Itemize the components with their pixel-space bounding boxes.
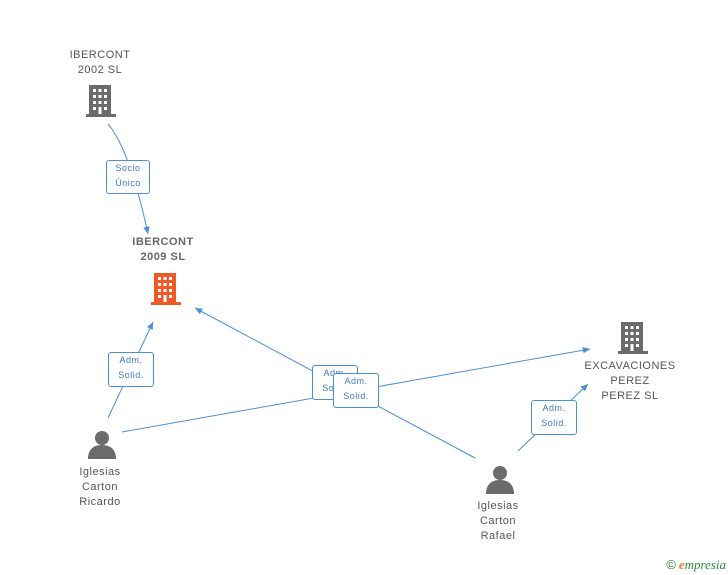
edge-label-line: Adm.	[119, 355, 143, 365]
edge-label-line: Adm.	[344, 376, 368, 386]
edge-label-line: Solid.	[343, 391, 369, 401]
node-label-line: 2009 SL	[140, 251, 186, 263]
node-label-line: IBERCONT	[132, 236, 194, 248]
empresia-watermark[interactable]: ©empresia	[666, 557, 726, 573]
node-label-excavaciones[interactable]: EXCAVACIONES PEREZ PEREZ SL	[580, 359, 680, 404]
node-label-line: Carton	[81, 481, 119, 493]
edge-label-line: Solid.	[541, 418, 567, 428]
node-label-ibercont2009[interactable]: IBERCONT 2009 SL	[118, 235, 208, 265]
node-label-ibercont2002[interactable]: IBERCONT 2002 SL	[55, 48, 145, 78]
building-icon-ibercont2002[interactable]	[86, 85, 116, 117]
node-label-line: PEREZ SL	[601, 390, 659, 402]
edge-label-line: Socio	[115, 163, 141, 173]
node-label-line: Iglesias	[79, 466, 121, 478]
edge-label-adm-ricardo-2009[interactable]: Adm. Solid.	[108, 352, 154, 387]
edge-label-line: Único	[115, 178, 141, 188]
node-label-line: 2002 SL	[77, 64, 123, 76]
brand-e: e	[678, 557, 685, 572]
person-icon-ricardo[interactable]	[88, 431, 116, 459]
node-label-line: Iglesias	[477, 500, 519, 512]
node-label-line: Carton	[479, 515, 517, 527]
building-icon-ibercont2009[interactable]	[151, 273, 181, 305]
node-label-line: Ricardo	[79, 496, 121, 508]
edge-label-line: Solid.	[118, 370, 144, 380]
building-icon-excavaciones[interactable]	[618, 322, 648, 354]
edge-label-adm-ricardo-exc[interactable]: Adm. Solid.	[333, 373, 379, 408]
brand-name: mpresia	[684, 557, 726, 572]
node-label-line: Rafael	[480, 530, 516, 542]
edge-label-socio-unico[interactable]: Socio Único	[106, 160, 150, 194]
copyright-icon: ©	[666, 557, 676, 572]
node-label-rafael[interactable]: Iglesias Carton Rafael	[458, 499, 538, 544]
node-label-line: EXCAVACIONES	[584, 360, 676, 372]
person-icon-rafael[interactable]	[486, 466, 514, 494]
edge-label-line: Adm.	[542, 403, 566, 413]
node-label-line: IBERCONT	[69, 49, 131, 61]
node-label-line: PEREZ	[610, 375, 650, 387]
edge-label-adm-rafael-exc[interactable]: Adm. Solid.	[531, 400, 577, 435]
node-label-ricardo[interactable]: Iglesias Carton Ricardo	[60, 465, 140, 510]
